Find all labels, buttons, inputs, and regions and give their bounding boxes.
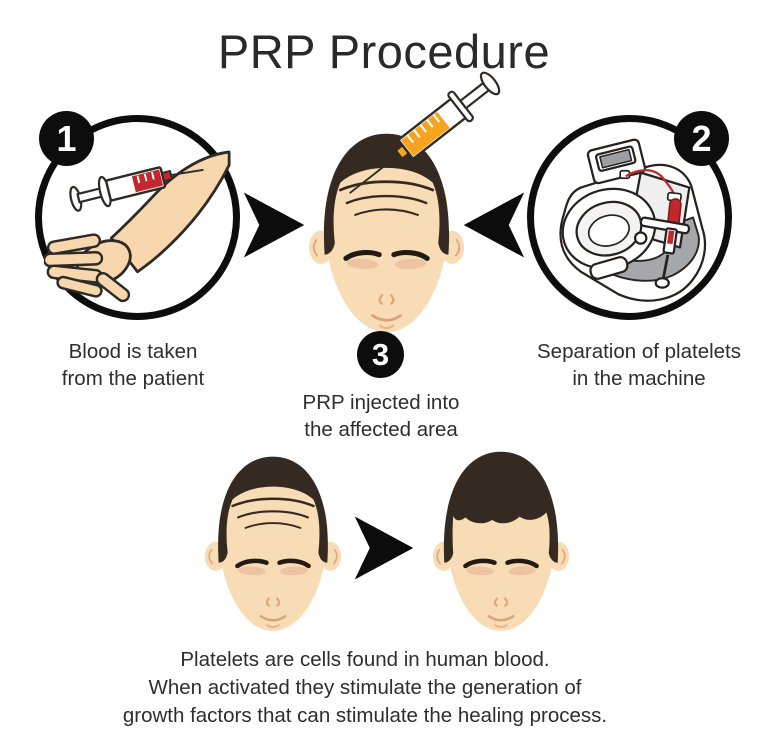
arrow-before-after-icon — [354, 514, 414, 582]
step3-number-badge: 3 — [357, 331, 404, 378]
step3-caption-line2: the affected area — [304, 418, 458, 441]
step3-caption: PRP injected into the affected area — [271, 389, 491, 443]
prp-syringe-icon — [349, 71, 501, 194]
footer-line1: Platelets are cells found in human blood… — [180, 648, 550, 671]
step1-caption-line1: Blood is taken — [68, 340, 198, 363]
step2-caption: Separation of platelets in the machine — [529, 338, 749, 392]
footer-line3: growth factors that can stimulate the he… — [122, 704, 608, 727]
scalp-injection-illustration — [294, 71, 501, 347]
step1-number-badge: 1 — [39, 111, 94, 166]
page-title: PRP Procedure — [217, 25, 551, 78]
step2-caption-line2: in the machine — [572, 367, 706, 390]
before-head-illustration — [192, 441, 354, 644]
step2-number-badge: 2 — [674, 111, 729, 166]
after-head-illustration — [420, 441, 582, 644]
step1-caption: Blood is taken from the patient — [23, 338, 243, 392]
footer-line2: When activated they stimulate the genera… — [148, 676, 582, 699]
step2-caption-line1: Separation of platelets — [537, 340, 741, 363]
step3-caption-line1: PRP injected into — [302, 391, 460, 414]
footer-description: Platelets are cells found in human blood… — [15, 646, 715, 730]
step1-caption-line2: from the patient — [61, 367, 205, 390]
